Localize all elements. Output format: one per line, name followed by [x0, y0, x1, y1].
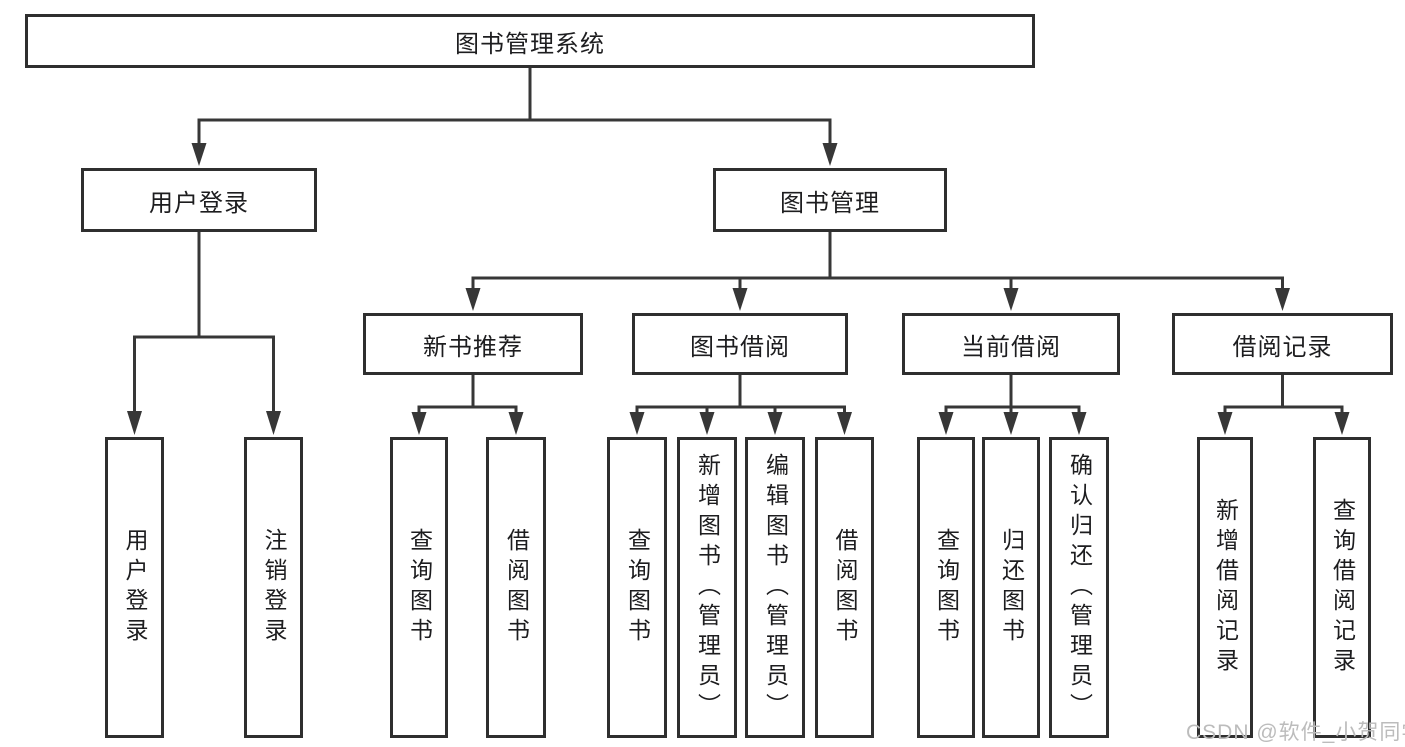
node-book-borrow: 图书借阅	[632, 313, 848, 375]
node-leaf-query-book-3: 查询图书	[917, 437, 975, 738]
node-new-book-recommend: 新书推荐	[363, 313, 583, 375]
node-leaf-borrow-book-2: 借阅图书	[815, 437, 874, 738]
node-book-management: 图书管理	[713, 168, 947, 232]
node-leaf-return-book: 归还图书	[982, 437, 1040, 738]
node-current-borrow: 当前借阅	[902, 313, 1120, 375]
csdn-watermark: CSDN @软件_小贺同学	[1186, 721, 1405, 744]
node-leaf-query-book-1: 查询图书	[390, 437, 448, 738]
node-leaf-query-borrow-record: 查询借阅记录	[1313, 437, 1371, 738]
node-leaf-confirm-return-admin: 确认归还（管理员）	[1049, 437, 1109, 738]
node-leaf-add-borrow-record: 新增借阅记录	[1197, 437, 1253, 738]
node-leaf-query-book-2: 查询图书	[607, 437, 667, 738]
node-borrow-records: 借阅记录	[1172, 313, 1393, 375]
node-leaf-borrow-book-1: 借阅图书	[486, 437, 546, 738]
node-leaf-logout: 注销登录	[244, 437, 303, 738]
node-leaf-edit-book-admin: 编辑图书（管理员）	[745, 437, 805, 738]
node-leaf-user-login: 用户登录	[105, 437, 164, 738]
node-root-system: 图书管理系统	[25, 14, 1035, 68]
node-user-login: 用户登录	[81, 168, 317, 232]
node-leaf-add-book-admin: 新增图书（管理员）	[677, 437, 737, 738]
